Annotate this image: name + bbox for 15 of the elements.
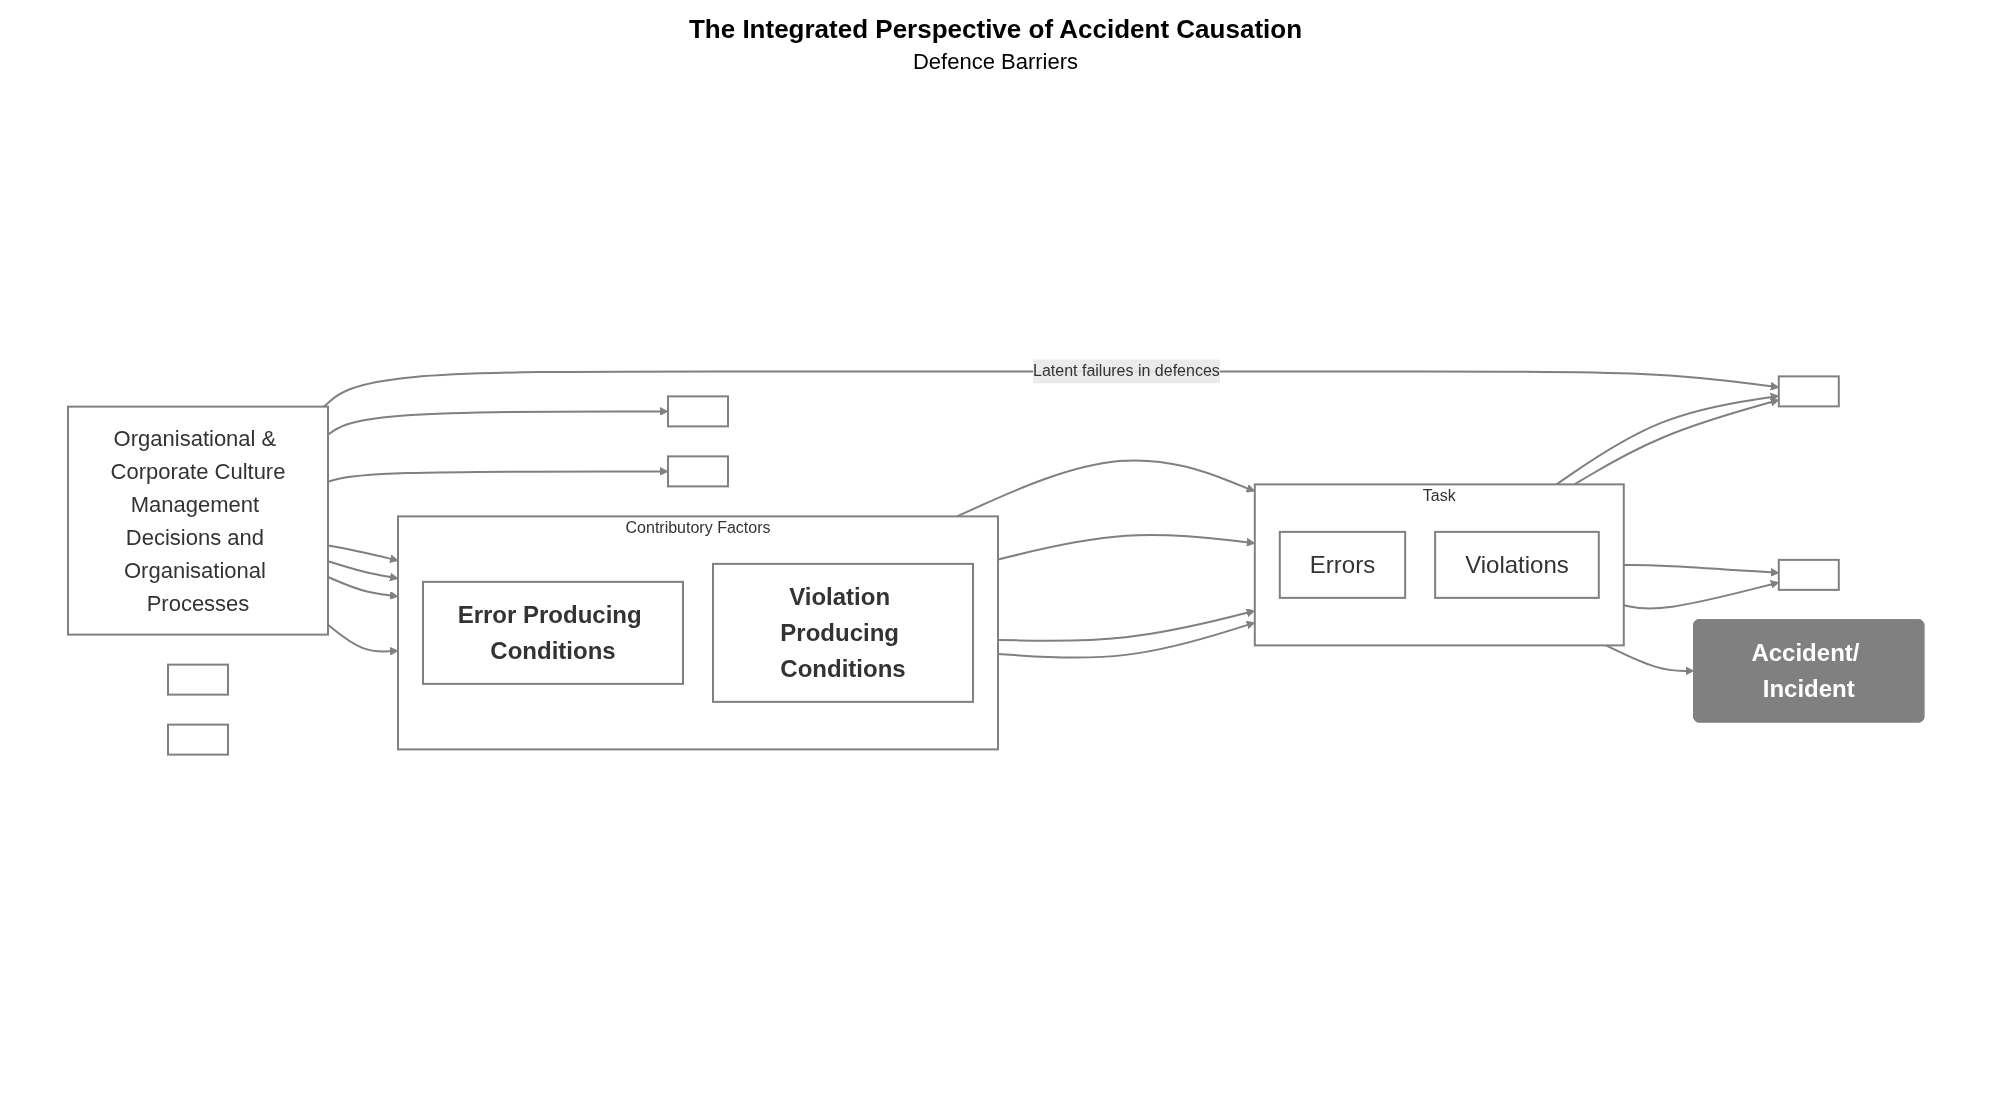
node-box: Organisational & Corporate Culture Management Decisions and Organisational Processes [66, 405, 329, 636]
node-box: Violations [1433, 530, 1600, 599]
node-box: Errors [1278, 530, 1406, 599]
heading-label: Defence Barriers [912, 49, 1079, 74]
arrow [1604, 644, 1694, 676]
node-bar [1777, 558, 1840, 591]
node-bar [666, 455, 729, 488]
node-bar [166, 723, 229, 756]
diagram-title: The Integrated Perspective of Accident Causation [687, 14, 1304, 45]
node-box: Violation Producing Conditions [711, 562, 974, 703]
node-bar [666, 395, 729, 428]
edge-label: Latent failures in defences [1032, 362, 1220, 380]
node-bar [166, 663, 229, 696]
node-box: Error Producing Conditions [421, 580, 684, 685]
node-bar [1777, 375, 1840, 408]
